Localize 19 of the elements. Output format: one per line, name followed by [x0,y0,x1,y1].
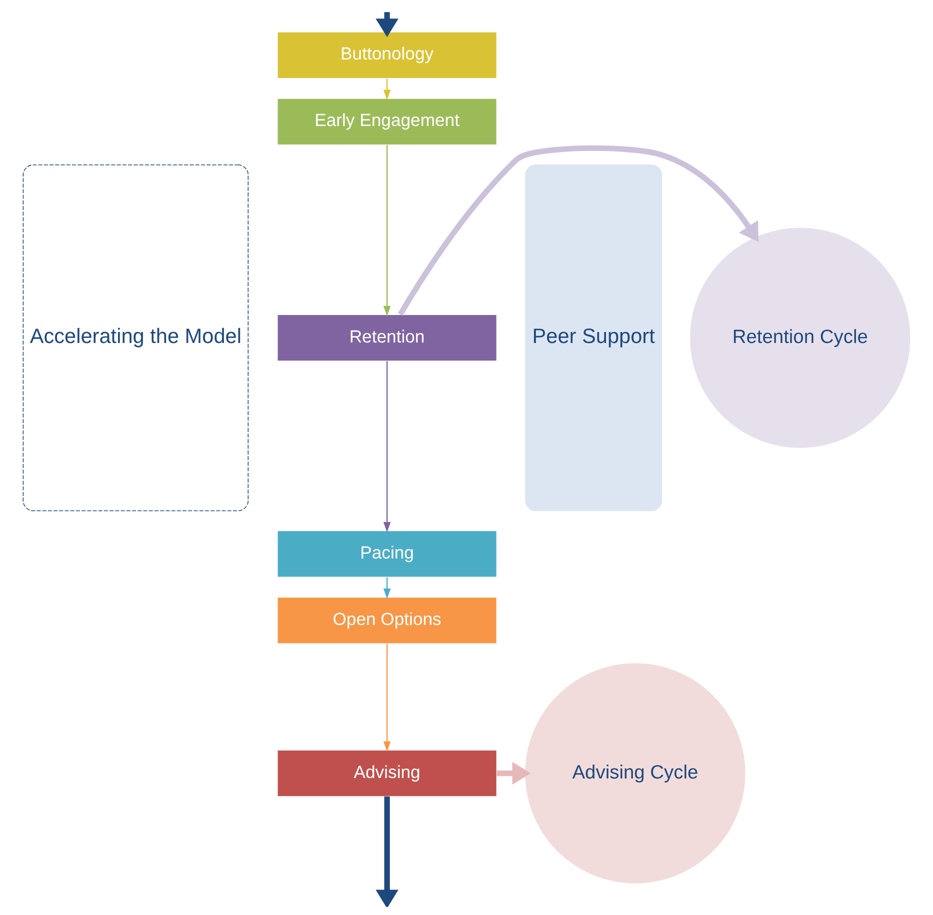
node-box: Pacing [276,530,498,578]
node-box: Accelerating the Model [22,164,249,512]
arrow [383,78,391,100]
node-box: Retention [276,314,498,362]
node-circle: Retention Cycle [690,228,910,448]
node-box: Open Options [276,596,498,644]
node-box: Early Engagement [276,98,498,146]
node-box: Advising [276,750,498,797]
arrow [398,145,759,316]
arrow [383,361,391,532]
arrow [376,796,398,907]
node-box: Peer Support [525,164,662,512]
arrow [383,644,391,752]
node-circle: Advising Cycle [525,663,746,884]
node-box: Buttonology [276,32,498,79]
arrow [383,145,391,316]
arrow [496,762,531,785]
arrow [376,12,398,38]
arrow [383,577,391,599]
